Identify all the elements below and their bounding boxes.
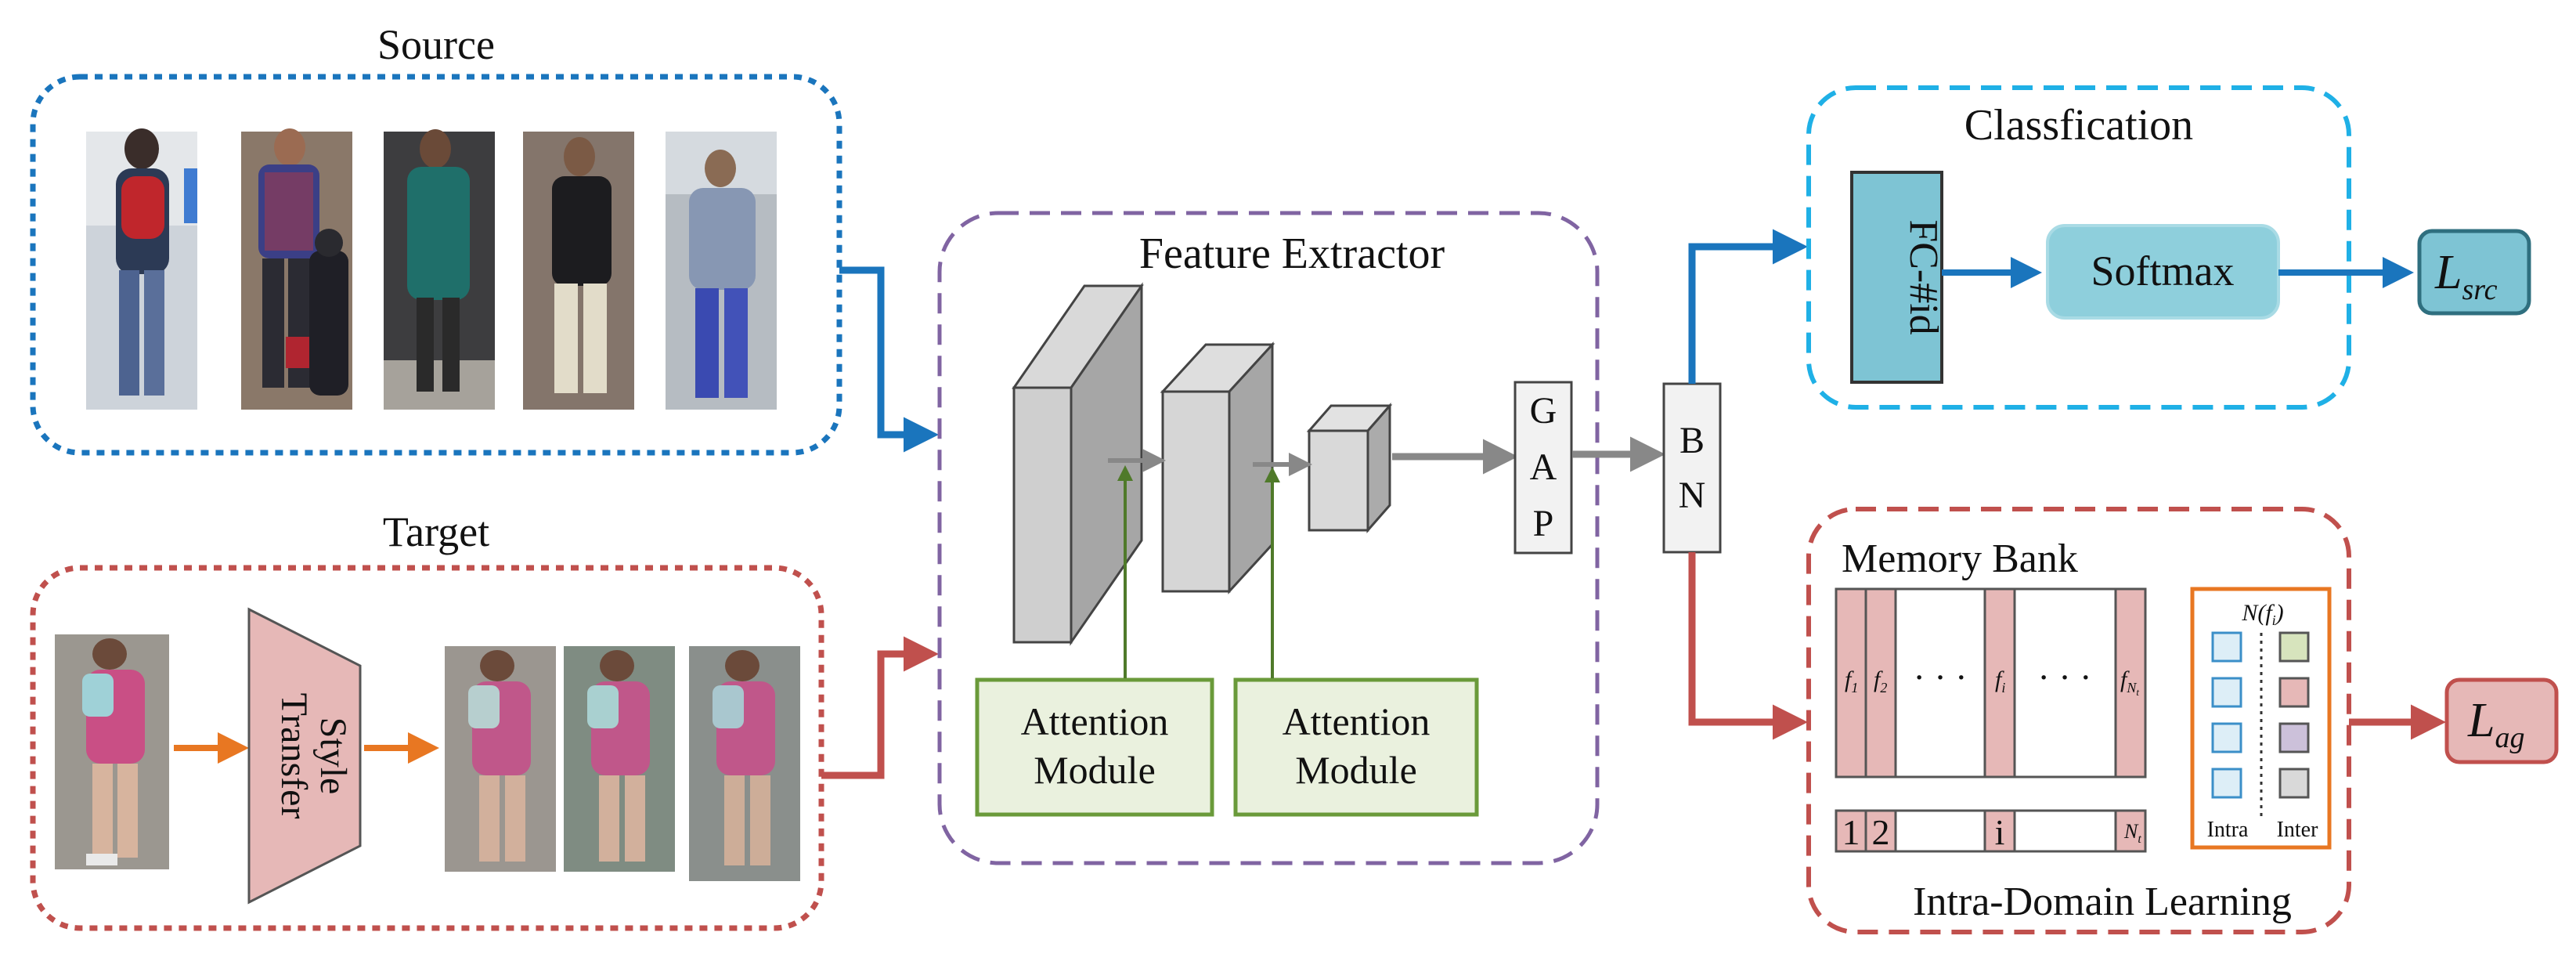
intra-domain-title: Intra-Domain Learning — [1913, 880, 2292, 924]
memory-dots-1: · · · — [1914, 657, 1968, 697]
memory-col-f2 — [1864, 587, 1897, 779]
source-image-1 — [86, 128, 197, 410]
memory-bank-label: Memory Bank — [1842, 536, 2078, 581]
loss-ag-box — [2444, 677, 2559, 764]
attention-module-2 — [1233, 677, 1479, 817]
feature-extractor-box — [937, 211, 1600, 865]
fc-label: FC-#id — [1901, 219, 1946, 334]
gap-letter-a: A — [1530, 446, 1557, 488]
feature-extractor-title: Feature Extractor — [1139, 229, 1445, 278]
conv-block-1 — [1012, 282, 1144, 646]
source-image-3 — [384, 129, 495, 410]
attention-module-1 — [975, 677, 1214, 817]
gap-letter-g: G — [1530, 390, 1557, 432]
source-image-5 — [666, 132, 777, 410]
target-box — [30, 565, 824, 931]
loss-ag: Lag — [2444, 677, 2559, 764]
target-styled-image-3 — [689, 646, 800, 881]
memory-dots-2: · · · — [2038, 657, 2092, 697]
arrow-bn-to-intra — [1688, 552, 1808, 740]
inter-label: Inter — [2277, 818, 2319, 842]
arrow-source-to-extractor — [839, 266, 939, 453]
index-cell-n — [2114, 809, 2147, 853]
bn-block-group: B N — [1662, 382, 1722, 554]
neighbor-box — [2190, 587, 2332, 850]
loss-src-box — [2417, 229, 2531, 316]
classification-panel: Classfication FC-#id Softmax — [1806, 85, 2414, 410]
loss-ag-label: Lag — [2467, 694, 2524, 754]
intra-cell-4 — [2211, 768, 2242, 799]
bn-letter-b: B — [1679, 420, 1705, 461]
fc-block — [1850, 171, 1943, 384]
memory-col-fn — [2114, 587, 2147, 779]
arrow-target-to-extractor — [821, 636, 939, 779]
target-input-image — [55, 634, 169, 869]
target-styled-image-2 — [564, 646, 675, 872]
source-image-4 — [523, 132, 634, 410]
inter-cell-3 — [2278, 722, 2310, 753]
gap-block — [1513, 381, 1573, 555]
memory-col-fi — [1983, 587, 2016, 779]
index-cell-i — [1983, 809, 2016, 853]
attention-module-2-line1: Attention — [1283, 699, 1431, 743]
source-image-2 — [241, 128, 352, 410]
index-label-n: Nt — [2123, 820, 2141, 846]
source-title: Source — [377, 21, 495, 68]
attention-module-1-line2: Module — [1034, 748, 1156, 792]
inter-cell-1 — [2278, 631, 2310, 663]
source-box — [30, 74, 842, 456]
loss-src: Lsrc — [2417, 229, 2531, 316]
inter-cell-4 — [2278, 768, 2310, 799]
index-label-1: 1 — [1842, 812, 1860, 852]
conv-block-2 — [1160, 341, 1275, 594]
intra-domain-panel: Memory Bank Intra-Domain Learning f1 f2 … — [1806, 507, 2351, 934]
inter-cell-2 — [2278, 677, 2310, 708]
style-transfer-block — [247, 607, 362, 905]
classification-title: Classfication — [1964, 101, 2193, 150]
loss-src-label: Lsrc — [2434, 246, 2498, 306]
neighbor-label: N(fi) — [2241, 600, 2283, 628]
intra-cell-2 — [2211, 677, 2242, 708]
style-transfer-label-2: Transfer — [273, 693, 315, 819]
index-cell-2 — [1864, 809, 1897, 853]
attention-module-1-line1: Attention — [1021, 699, 1169, 743]
index-label-2: 2 — [1872, 812, 1890, 852]
target-panel: Target Style Transfer — [30, 508, 824, 931]
intra-cell-3 — [2211, 722, 2242, 753]
arrow-bn-to-classification — [1688, 229, 1808, 384]
style-transfer-label-1: Style — [312, 717, 354, 795]
attention-module-2-line2: Module — [1295, 748, 1417, 792]
softmax-label: Softmax — [2091, 247, 2235, 294]
source-panel: Source — [30, 21, 842, 456]
intra-domain-box — [1806, 507, 2351, 934]
memory-col-f1 — [1835, 587, 1867, 779]
intra-cell-1 — [2211, 631, 2242, 663]
index-label-i: i — [1995, 812, 2005, 852]
gap-letter-p: P — [1533, 503, 1554, 544]
target-styled-image-1 — [445, 646, 556, 872]
intra-label: Intra — [2207, 818, 2249, 842]
bn-block — [1662, 382, 1722, 554]
classification-box — [1806, 85, 2351, 410]
feature-extractor-panel: Feature Extractor Attention Module Atten… — [937, 211, 1600, 865]
index-cell-1 — [1835, 809, 1867, 853]
conv-block-3 — [1306, 403, 1393, 533]
bn-letter-n: N — [1679, 475, 1706, 516]
target-title: Target — [383, 508, 489, 555]
